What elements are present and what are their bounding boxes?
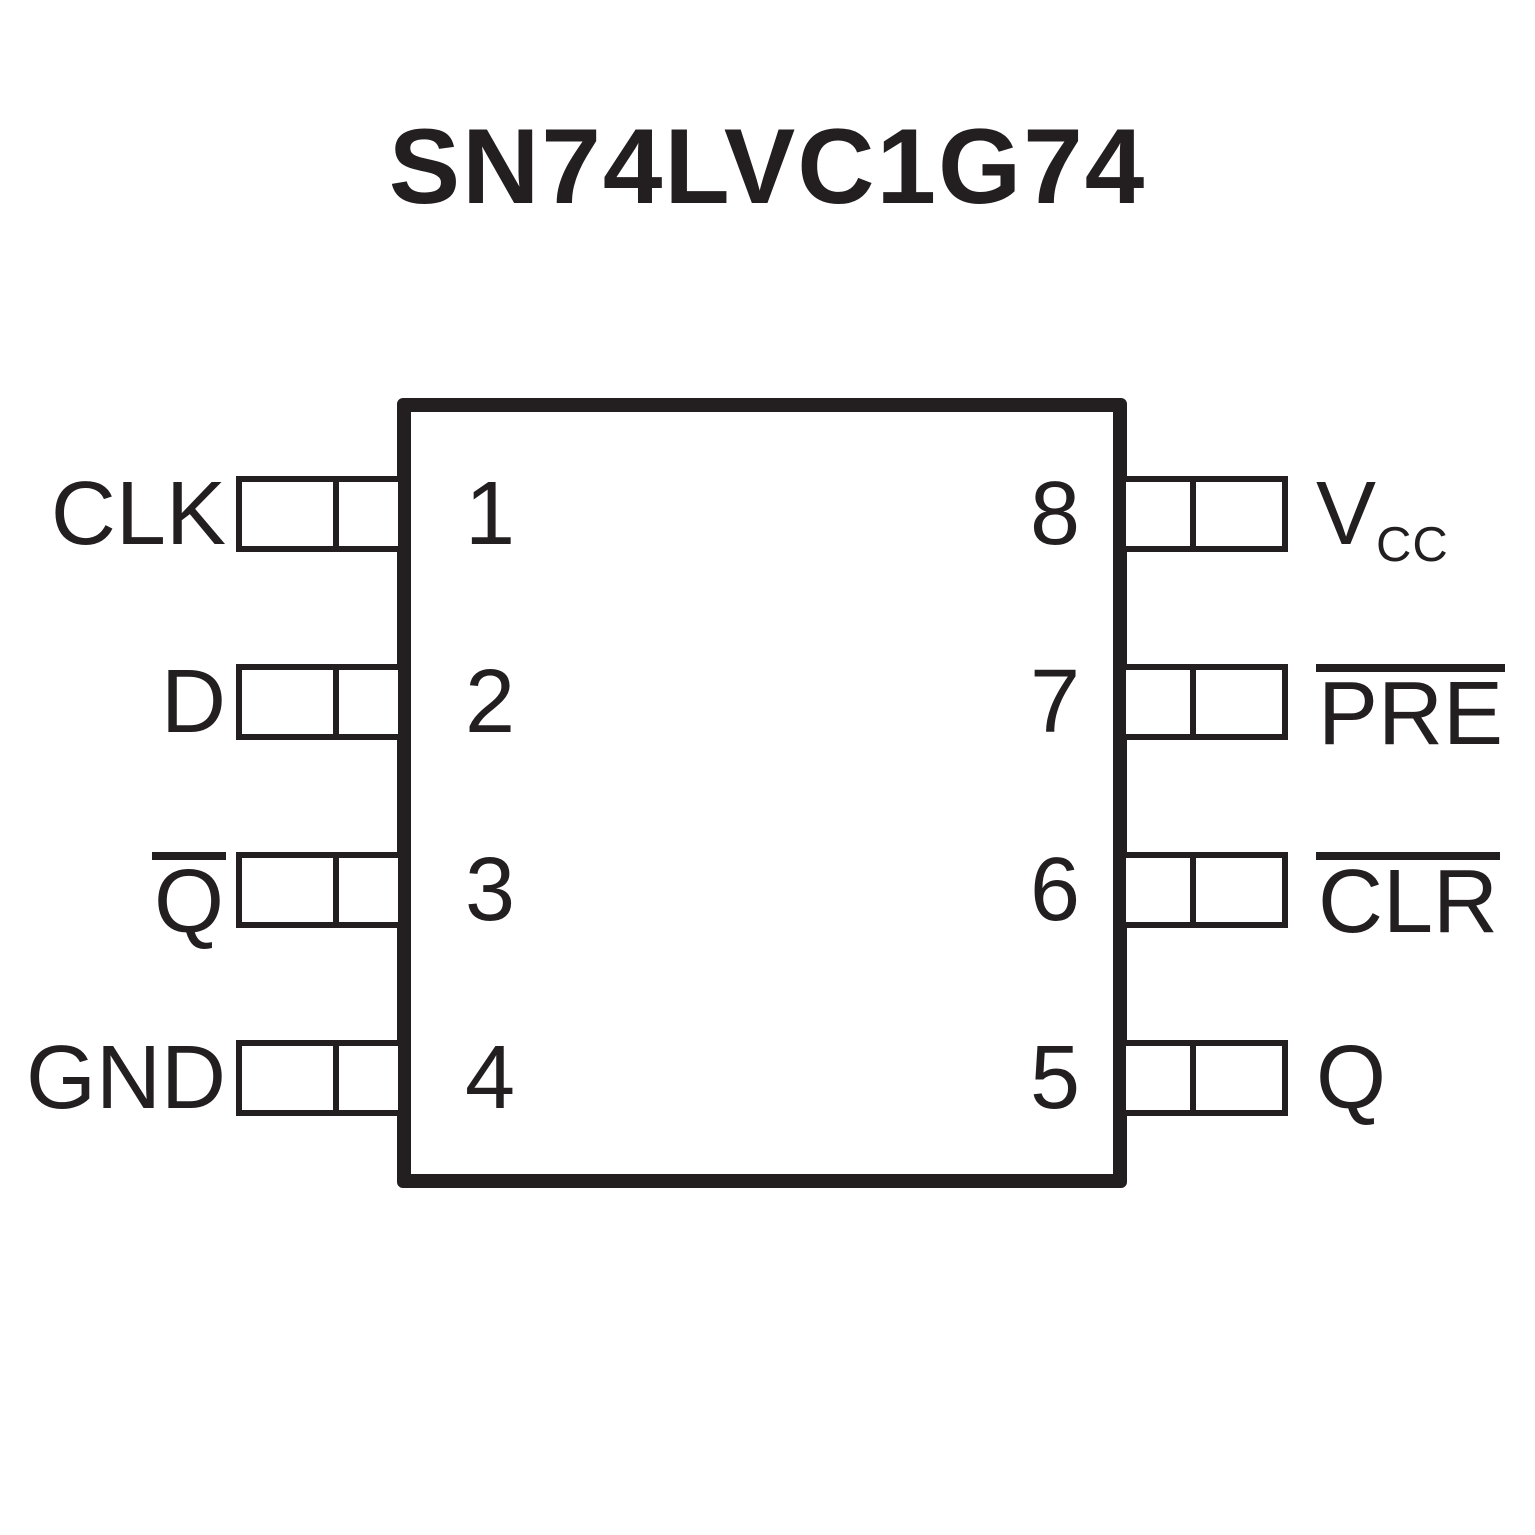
pin-label-text: CLK [50, 464, 226, 564]
chip-title: SN74LVC1G74 [388, 106, 1147, 226]
active-low-overline: CLR [1316, 852, 1501, 952]
pin-number-1: 1 [465, 464, 516, 564]
pin-lead-divider [1190, 858, 1196, 922]
pin-lead-divider [1190, 1046, 1196, 1110]
pin-lead-divider [333, 858, 339, 922]
pin-label-text: GND [26, 1028, 226, 1128]
pin-label-qbar: Q [151, 852, 226, 947]
pin-number-5: 5 [1029, 1028, 1080, 1128]
pin-label-pre: PRE [1316, 664, 1506, 759]
pin-lead-1 [236, 476, 404, 552]
pin-row-1-8: CLK 1 8 VCC [0, 464, 1535, 572]
pin-label-clk: CLK [51, 469, 226, 559]
pin-label-gnd: GND [26, 1033, 226, 1123]
pin-label-text: V [1316, 464, 1377, 564]
pin-label-text: D [161, 652, 226, 752]
pin-label-vcc: VCC [1316, 469, 1449, 572]
pin-lead-7 [1120, 664, 1288, 740]
pin-lead-divider [333, 1046, 339, 1110]
pin-row-3-6: Q 3 6 CLR [0, 840, 1535, 947]
pin-label-d: D [161, 657, 226, 747]
pin-number-3: 3 [465, 840, 516, 940]
pin-number-7: 7 [1029, 652, 1080, 752]
pin-row-2-7: D 2 7 PRE [0, 652, 1535, 759]
pin-lead-divider [333, 670, 339, 734]
pin-label-text: Q [1316, 1028, 1387, 1128]
pin-lead-3 [236, 852, 404, 928]
pin-lead-divider [1190, 482, 1196, 546]
pin-number-4: 4 [465, 1028, 516, 1128]
pin-number-6: 6 [1029, 840, 1080, 940]
pin-lead-6 [1120, 852, 1288, 928]
active-low-overline: Q [151, 852, 226, 952]
active-low-overline: PRE [1316, 664, 1506, 764]
pin-lead-2 [236, 664, 404, 740]
pin-row-4-5: GND 4 5 Q [0, 1028, 1535, 1128]
pin-lead-8 [1120, 476, 1288, 552]
pin-lead-4 [236, 1040, 404, 1116]
pin-lead-divider [333, 482, 339, 546]
ic-body [397, 398, 1127, 1188]
pin-number-8: 8 [1029, 464, 1080, 564]
pin-lead-divider [1190, 670, 1196, 734]
pin-label-clr: CLR [1316, 852, 1501, 947]
vcc-subscript: CC [1376, 518, 1449, 572]
pin-label-q: Q [1316, 1033, 1386, 1123]
pin-lead-5 [1120, 1040, 1288, 1116]
pin-number-2: 2 [465, 652, 516, 752]
